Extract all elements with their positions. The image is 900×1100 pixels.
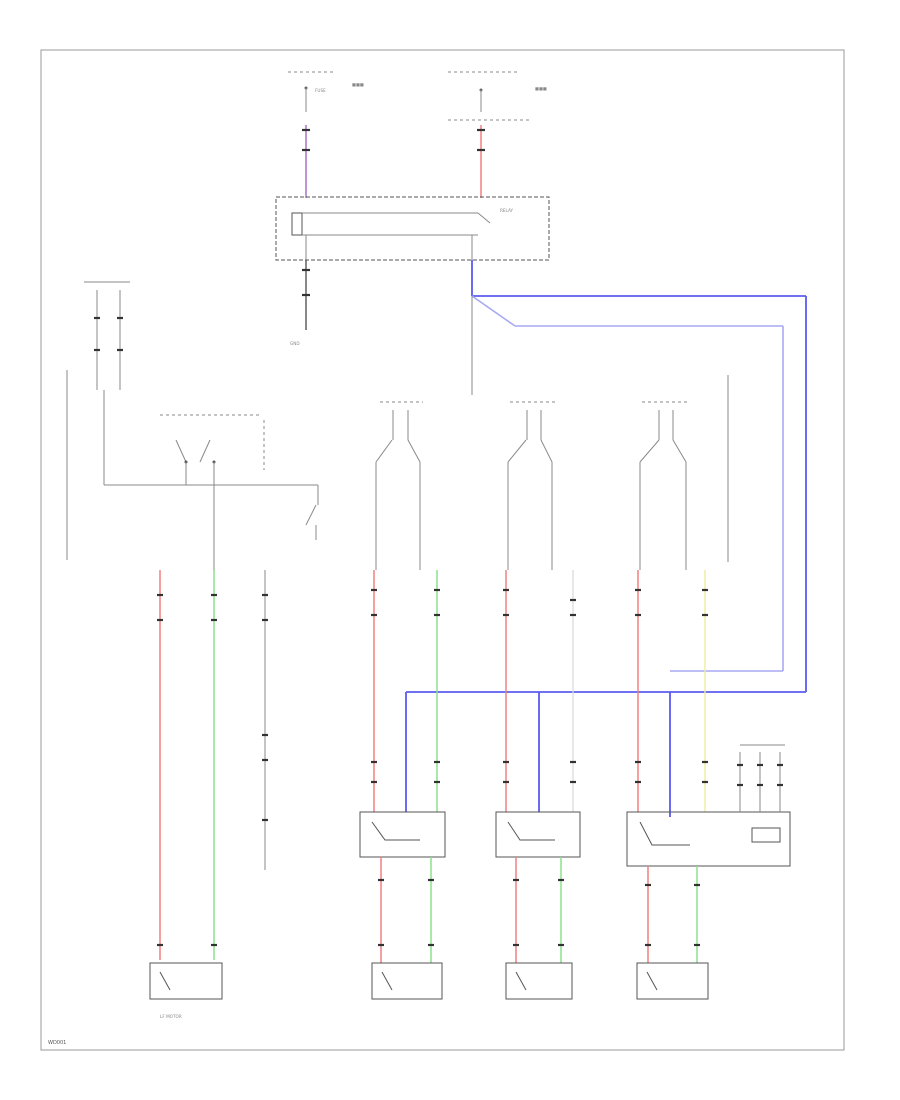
fuse-source-left: FUSE ■■■: [288, 71, 364, 112]
svg-text:FUSE: FUSE: [315, 88, 326, 93]
svg-text:■■■: ■■■: [535, 86, 547, 91]
svg-text:GND: GND: [290, 341, 300, 346]
left-rear-switch: [375, 401, 423, 570]
footer-code: WD001: [48, 1040, 66, 1046]
power-window-relay: RELAY: [275, 196, 550, 261]
svg-text:■■■: ■■■: [352, 82, 364, 87]
motor-left-front: LF MOTOR: [149, 962, 223, 1019]
right-front-switch: [639, 375, 729, 570]
door-switch-left-rear: [359, 811, 446, 858]
ground-connector-left: [66, 281, 319, 560]
right-rear-switch: [507, 401, 555, 570]
svg-text:RELAY: RELAY: [500, 208, 514, 213]
motor-left-rear: [371, 962, 443, 1000]
motor-right-rear: [505, 962, 573, 1000]
left-front-switch: [160, 414, 317, 570]
door-switch-right-rear: [495, 811, 581, 858]
door-switch-right-front: [626, 744, 791, 867]
wire-blue-bus: [405, 260, 807, 817]
diagram-frame: [40, 49, 845, 1051]
fuse-source-right: ■■■: [448, 71, 547, 121]
motor-right-front: [636, 962, 709, 1000]
svg-text:LF MOTOR: LF MOTOR: [160, 1014, 182, 1019]
